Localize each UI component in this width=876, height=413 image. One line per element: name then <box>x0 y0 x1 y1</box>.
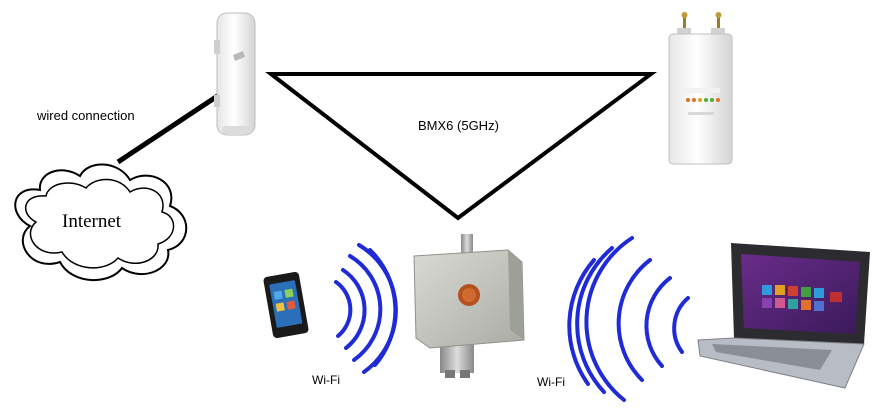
internet-label: Internet <box>62 211 122 232</box>
wired-connection-line <box>116 90 224 165</box>
wifi-right-label: Wi-Fi <box>537 375 565 389</box>
outdoor-cpe-antenna-icon <box>214 12 256 136</box>
smartphone-icon <box>263 271 309 339</box>
wifi-waves-right-icon <box>567 236 690 402</box>
bmx6-link-label: BMX6 (5GHz) <box>418 118 499 133</box>
wifi-waves-left-icon <box>334 243 398 374</box>
laptop-icon <box>697 243 870 389</box>
bmx6-link-triangle <box>265 72 658 221</box>
sector-antenna-icon <box>413 234 525 378</box>
rocket-router-icon <box>668 12 733 165</box>
wired-connection-label: wired connection <box>37 108 135 123</box>
internet-cloud-icon <box>14 163 188 281</box>
wifi-left-label: Wi-Fi <box>312 373 340 387</box>
